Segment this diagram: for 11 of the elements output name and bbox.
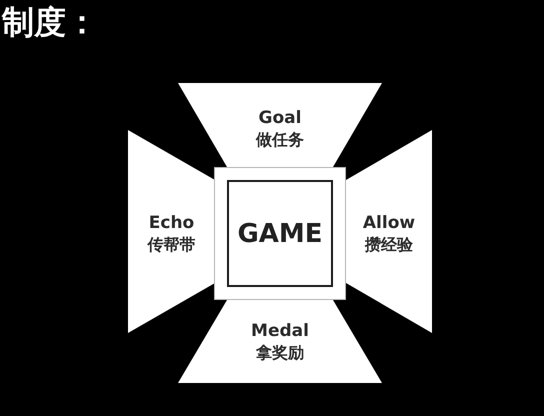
panel-caption: 拿奖励 (256, 342, 304, 364)
center-label: GAME (237, 218, 323, 248)
panel-caption: 传帮带 (148, 234, 196, 256)
panel-heading: Medal (251, 320, 309, 342)
panel-caption: 做任务 (256, 129, 304, 151)
panel-caption: 攒经验 (365, 234, 413, 256)
panel-heading: Echo (148, 212, 194, 234)
square-frame (214, 167, 346, 300)
panel-heading: Goal (258, 107, 302, 129)
title: 制度： (2, 2, 98, 42)
panel-heading: Allow (362, 212, 416, 234)
